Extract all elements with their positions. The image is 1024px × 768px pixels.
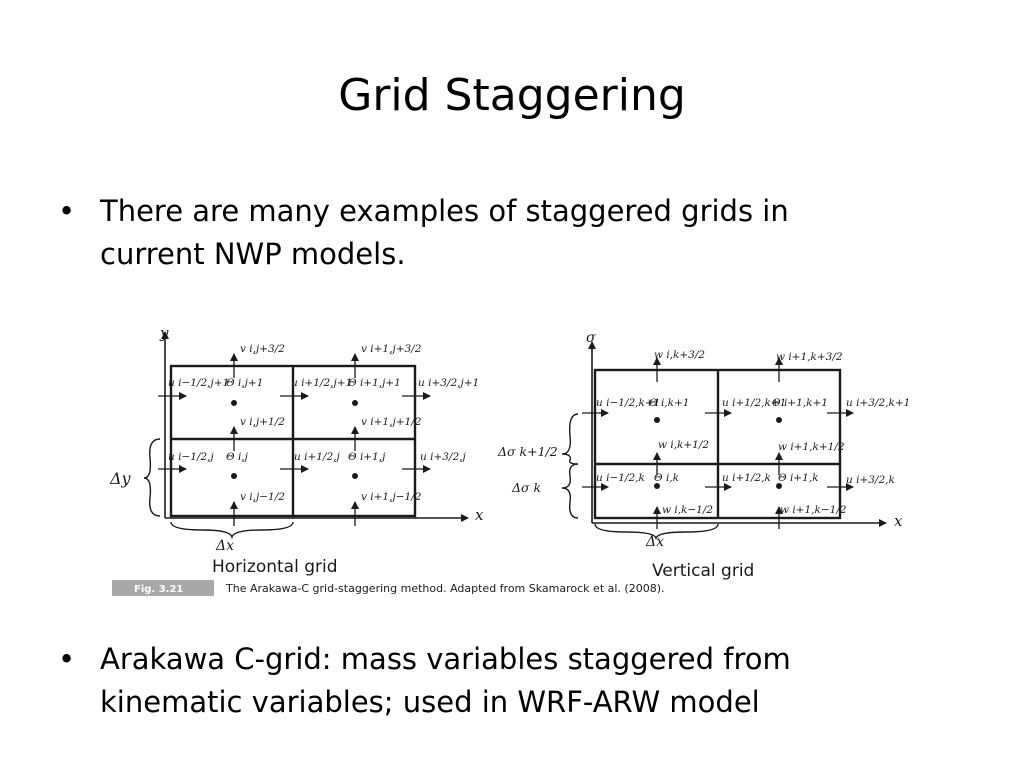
- bullet-text: Arakawa C-grid: mass variables staggered…: [100, 642, 791, 719]
- u-label: u i−1/2,j+1: [168, 377, 229, 389]
- caption-label: Fig. 3.21: [134, 584, 183, 595]
- bullet-dot: •: [58, 642, 76, 676]
- w-label: w i,k−1/2: [662, 504, 713, 516]
- u-label: u i+3/2,j+1: [418, 377, 479, 389]
- v-label: v i,j+3/2: [240, 343, 285, 355]
- u-label: u i−1/2,k+1: [596, 397, 660, 409]
- delta-x-brace: [170, 521, 294, 540]
- v-label: v i+1,j+3/2: [361, 343, 422, 355]
- u-label: u i+3/2,k+1: [846, 397, 910, 409]
- u-label: u i+3/2,j: [420, 451, 466, 463]
- caption-label-box: [112, 580, 214, 596]
- caption-text: The Arakawa-C grid-staggering method. Ad…: [225, 582, 665, 595]
- u-label: u i−1/2,k: [596, 472, 645, 484]
- u-label: u i+1/2,j+1: [291, 377, 352, 389]
- w-label: w i+1,k+1/2: [778, 441, 845, 453]
- delta-sigma-lower-brace: [561, 463, 579, 519]
- bullet-dot: •: [58, 194, 76, 228]
- theta-point: [352, 400, 358, 406]
- w-label: w i+1,k+3/2: [776, 351, 843, 363]
- horizontal-grid-title: Horizontal grid: [212, 557, 338, 577]
- u-label: u i+3/2,k: [846, 474, 895, 486]
- delta-x-label: Δx: [215, 538, 234, 554]
- horizontal-grid: y x v i,j+3: [109, 324, 484, 577]
- v-label: v i,j−1/2: [240, 491, 285, 503]
- delta-y-brace: [143, 438, 161, 517]
- theta-label: Θ i,k+1: [649, 397, 689, 409]
- vertical-grid-title: Vertical grid: [652, 561, 754, 581]
- axis-label-y: y: [159, 324, 169, 342]
- v-label: v i+1,j−1/2: [361, 491, 422, 503]
- delta-x-brace: [594, 523, 719, 541]
- theta-point: [654, 417, 660, 423]
- theta-label: Θ i+1,k+1: [772, 397, 828, 409]
- slide-title: Grid Staggering: [338, 70, 686, 121]
- theta-point: [231, 400, 237, 406]
- vertical-grid: σ x w i,k+3: [497, 330, 910, 581]
- figure-caption: Fig. 3.21 The Arakawa-C grid-staggering …: [112, 580, 665, 596]
- v-label: v i+1,j+1/2: [361, 416, 422, 428]
- w-label: w i,k+1/2: [658, 439, 709, 451]
- theta-label: Θ i+1,j+1: [348, 377, 401, 389]
- theta-point: [776, 483, 782, 489]
- w-label: w i,k+3/2: [654, 349, 705, 361]
- delta-sigma-lower-label: Δσ k: [511, 480, 541, 495]
- theta-label: Θ i+1,k: [778, 472, 818, 484]
- theta-point: [654, 483, 660, 489]
- theta-label: Θ i,j+1: [226, 377, 263, 389]
- theta-point: [352, 473, 358, 479]
- theta-point: [776, 417, 782, 423]
- u-label: u i−1/2,j: [168, 451, 214, 463]
- arakawa-c-grid-figure: y x v i,j+3: [108, 318, 916, 608]
- u-label: u i+1/2,k+1: [722, 397, 786, 409]
- w-label: w i+1,k−1/2: [780, 504, 847, 516]
- delta-sigma-upper-label: Δσ k+1/2: [497, 444, 558, 459]
- figure-canvas: y x v i,j+3: [109, 324, 910, 596]
- axis-label-x: x: [475, 506, 484, 524]
- axis-label-sigma: σ: [586, 330, 596, 346]
- u-label: u i+1/2,j: [294, 451, 340, 463]
- theta-label: Θ i,k: [654, 472, 679, 484]
- delta-y-label: Δy: [109, 469, 132, 488]
- v-label: v i,j+1/2: [240, 416, 285, 428]
- u-label: u i+1/2,k: [722, 472, 771, 484]
- delta-sigma-upper-brace: [561, 413, 579, 465]
- delta-x-label: Δx: [645, 534, 664, 550]
- theta-label: Θ i,j: [226, 451, 249, 463]
- theta-label: Θ i+1,j: [348, 451, 386, 463]
- axis-label-x: x: [894, 512, 903, 530]
- theta-point: [231, 473, 237, 479]
- bullet-text: There are many examples of staggered gri…: [100, 194, 789, 271]
